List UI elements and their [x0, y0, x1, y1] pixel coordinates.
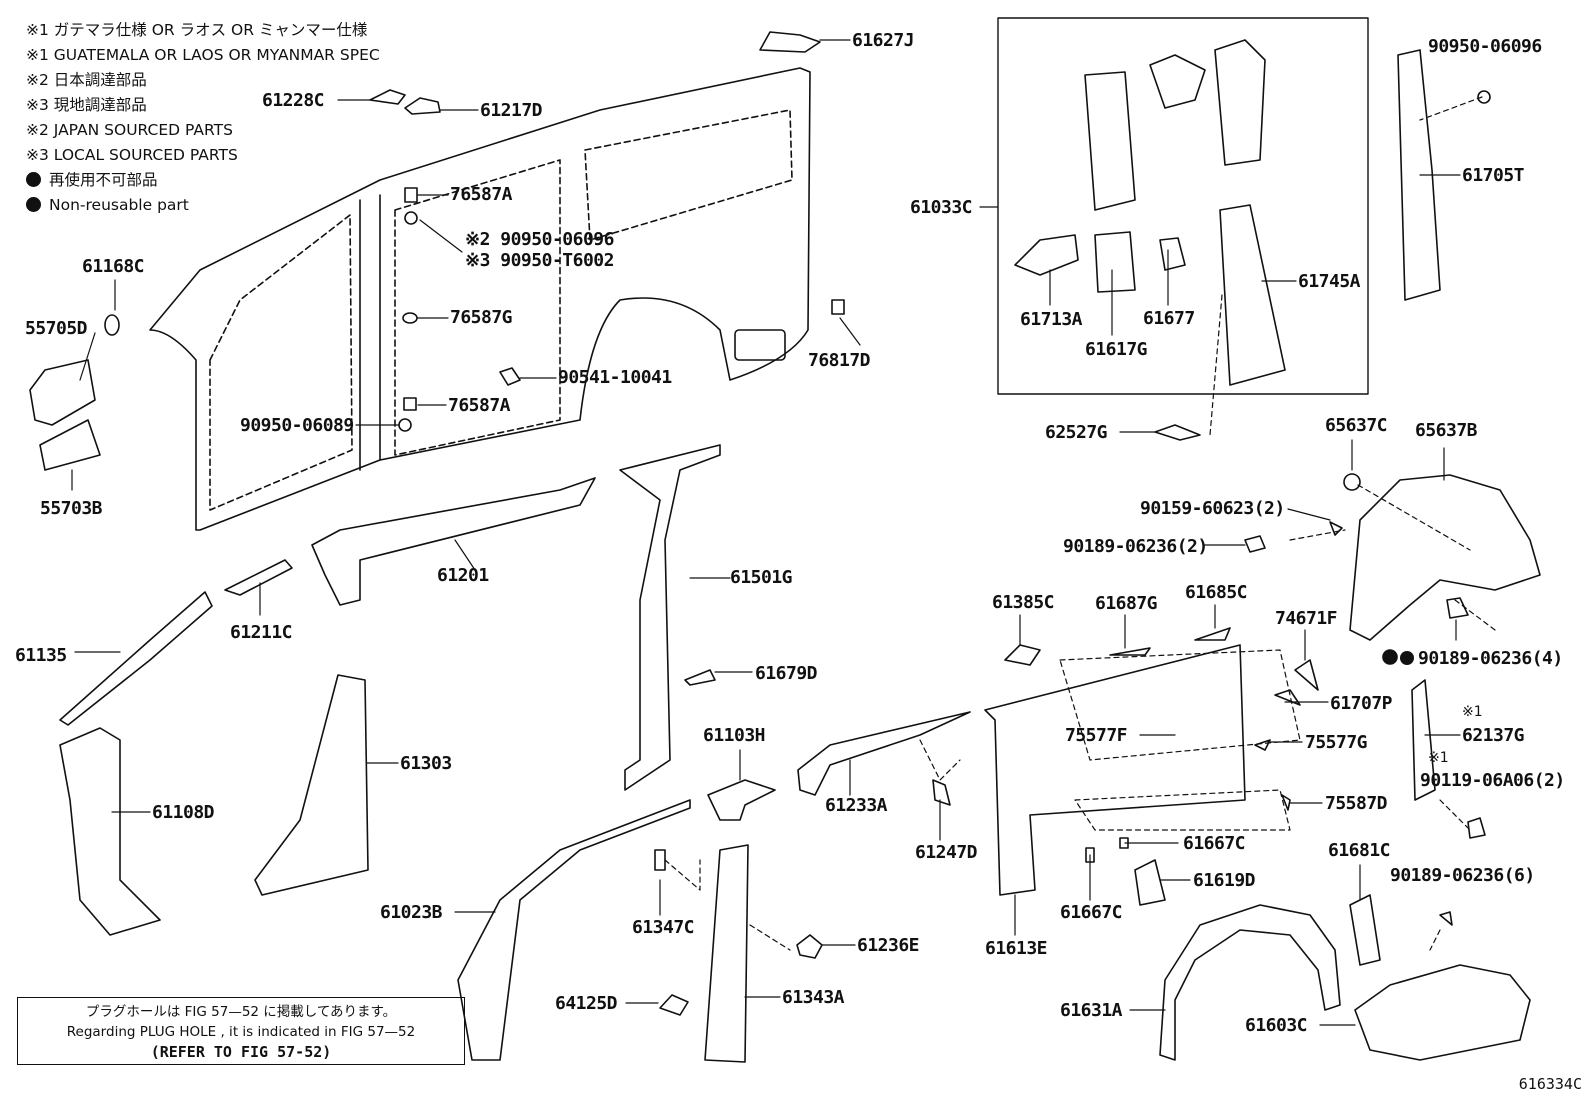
- label-61168C: 61168C: [82, 256, 145, 277]
- label-61627J: 61627J: [852, 30, 915, 51]
- label-61705T: 61705T: [1462, 165, 1525, 186]
- label-61713A: 61713A: [1020, 309, 1083, 330]
- label-61619D: 61619D: [1193, 870, 1256, 891]
- label-61677: 61677: [1143, 308, 1195, 329]
- label-90189-06236-4: 90189-06236(4): [1400, 648, 1563, 669]
- label-61211C: 61211C: [230, 622, 293, 643]
- label-61685C: 61685C: [1185, 582, 1248, 603]
- label-90950-T6002: ※3 90950-T6002: [465, 250, 614, 271]
- small-parts: [29, 31, 971, 1063]
- legend-line-4: ※3 現地調達部品: [26, 96, 147, 114]
- bullet-icon: [26, 197, 41, 212]
- legend-line-8: Non-reusable part: [26, 193, 380, 218]
- label-90541-10041: 90541-10041: [558, 367, 672, 388]
- label-61617G: 61617G: [1085, 339, 1148, 360]
- bullet-icon: [26, 172, 41, 187]
- label-76587G: 76587G: [450, 307, 513, 328]
- label-76587A-2: 76587A: [448, 395, 511, 416]
- label-61501G: 61501G: [730, 567, 793, 588]
- label-61303: 61303: [400, 753, 452, 774]
- legend-line-6: ※3 LOCAL SOURCED PARTS: [26, 146, 238, 164]
- non-reusable-dot-icon: [1400, 651, 1414, 665]
- label-75577F: 75577F: [1065, 725, 1128, 746]
- label-62137G: 62137G: [1462, 725, 1525, 746]
- label-61201: 61201: [437, 565, 489, 586]
- label-76817D: 76817D: [808, 350, 871, 371]
- legend-line-7: 再使用不可部品: [26, 168, 380, 193]
- label-61228C: 61228C: [262, 90, 325, 111]
- legend-line-5: ※2 JAPAN SOURCED PARTS: [26, 121, 233, 139]
- label-61217D: 61217D: [480, 100, 543, 121]
- label-61667C-1: 61667C: [1183, 833, 1246, 854]
- label-55705D: 55705D: [25, 318, 88, 339]
- label-61236E: 61236E: [857, 935, 920, 956]
- side-outer-panel-shape: [149, 67, 811, 531]
- label-61233A: 61233A: [825, 795, 888, 816]
- label-74671F: 74671F: [1275, 608, 1338, 629]
- group-parts: [1014, 39, 1491, 441]
- legend-line-3: ※2 日本調達部品: [26, 71, 147, 89]
- label-61135: 61135: [15, 645, 67, 666]
- label-90950-06096-b: 90950-06096: [1428, 36, 1542, 57]
- label-61667C-2: 61667C: [1060, 902, 1123, 923]
- label-65637C: 65637C: [1325, 415, 1388, 436]
- legend: ※1 ガテマラ仕様 OR ラオス OR ミャンマー仕様 ※1 GUATEMALA…: [26, 18, 380, 218]
- label-61631A: 61631A: [1060, 1000, 1123, 1021]
- label-61247D: 61247D: [915, 842, 978, 863]
- label-76587A-1: 76587A: [450, 184, 513, 205]
- label-61108D: 61108D: [152, 802, 215, 823]
- solid-leaders: [71, 39, 1461, 1026]
- label-65637B: 65637B: [1415, 420, 1478, 441]
- label-90189-06236-2: 90189-06236(2): [1063, 536, 1208, 557]
- label-55703B: 55703B: [40, 498, 103, 519]
- label-61707P: 61707P: [1330, 693, 1393, 714]
- label-62527G: 62527G: [1045, 422, 1108, 443]
- label-61347C: 61347C: [632, 917, 695, 938]
- plug-hole-note: プラグホールは FIG 57—52 に掲載してあります。 Regarding P…: [17, 997, 465, 1065]
- label-61033C: 61033C: [910, 197, 973, 218]
- label-61679D: 61679D: [755, 663, 818, 684]
- note-line-2: Regarding PLUG HOLE , it is indicated in…: [66, 1024, 416, 1040]
- label-61681C: 61681C: [1328, 840, 1391, 861]
- label-61103H: 61103H: [703, 725, 766, 746]
- label-61687G: 61687G: [1095, 593, 1158, 614]
- group-box-61033c: [997, 17, 1369, 395]
- label-61023B: 61023B: [380, 902, 443, 923]
- legend-line-2: ※1 GUATEMALA OR LAOS OR MYANMAR SPEC: [26, 46, 380, 64]
- label-61613E: 61613E: [985, 938, 1048, 959]
- note-line-3: (REFER TO FIG 57-52): [150, 1043, 332, 1061]
- label-90159-60623: 90159-60623(2): [1140, 498, 1285, 519]
- label-61603C: 61603C: [1245, 1015, 1308, 1036]
- label-64125D: 64125D: [555, 993, 618, 1014]
- label-90189-06236-6: 90189-06236(6): [1390, 865, 1535, 886]
- label-61343A: 61343A: [782, 987, 845, 1008]
- label-90119-06A06: 90119-06A06(2): [1420, 770, 1565, 791]
- label-61745A: 61745A: [1298, 271, 1361, 292]
- note-line-1: プラグホールは FIG 57—52 に掲載してあります。: [85, 1004, 397, 1020]
- label-75577G: 75577G: [1305, 732, 1368, 753]
- label-90950-06096-a: ※2 90950-06096: [465, 229, 614, 250]
- label-90950-06089: 90950-06089: [240, 415, 354, 436]
- right-parts: [984, 473, 1541, 1061]
- note-mark-1: ※1: [1462, 704, 1483, 720]
- legend-line-1: ※1 ガテマラ仕様 OR ラオス OR ミャンマー仕様: [26, 21, 368, 39]
- figure-number: 616334C: [1518, 1075, 1582, 1093]
- note-mark-2: ※1: [1428, 750, 1449, 766]
- leader-lines: [664, 96, 1496, 951]
- label-61385C: 61385C: [992, 592, 1055, 613]
- label-75587D: 75587D: [1325, 793, 1388, 814]
